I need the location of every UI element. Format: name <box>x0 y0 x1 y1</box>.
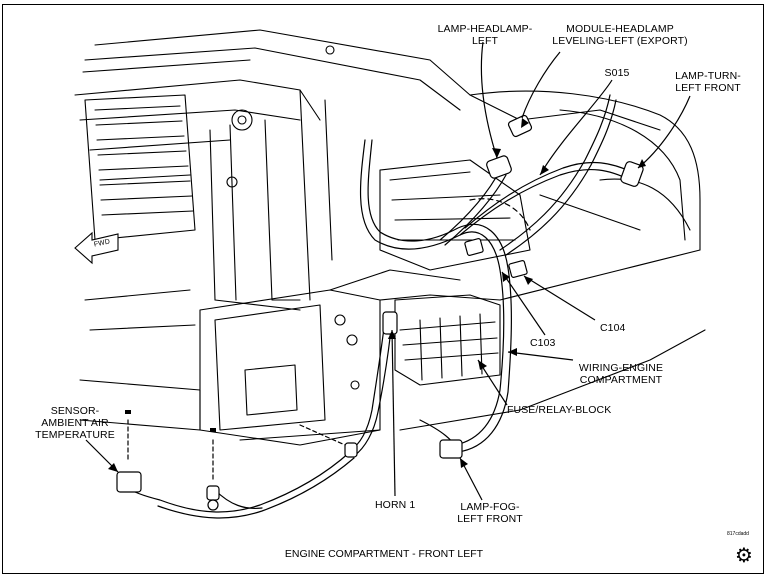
label-c104: C104 <box>600 322 626 334</box>
label-lamp-turn-left-front: LAMP-TURN- LEFT FRONT <box>675 70 741 94</box>
figure-frame <box>2 4 764 574</box>
figure-caption: ENGINE COMPARTMENT - FRONT LEFT <box>284 548 484 560</box>
label-lamp-headlamp-left: LAMP-HEADLAMP- LEFT <box>437 23 533 47</box>
label-fuse-relay-block: FUSE/RELAY-BLOCK <box>507 404 612 416</box>
label-c103: C103 <box>530 337 556 349</box>
label-sensor-ambient-air-temperature: SENSOR- AMBIENT AIR TEMPERATURE <box>35 405 115 441</box>
label-module-headlamp-leveling: MODULE-HEADLAMP LEVELING-LEFT (EXPORT) <box>552 23 688 47</box>
label-lamp-fog-left-front: LAMP-FOG- LEFT FRONT <box>457 501 523 525</box>
forward-arrow-icon <box>74 231 119 265</box>
label-s015: S015 <box>604 67 630 79</box>
figure-code: 817cdadd <box>727 531 749 537</box>
gear-icon: ⚙ <box>735 543 753 567</box>
label-wiring-engine-compartment: WIRING-ENGINE COMPARTMENT <box>578 362 664 386</box>
label-horn-1: HORN 1 <box>375 499 416 511</box>
